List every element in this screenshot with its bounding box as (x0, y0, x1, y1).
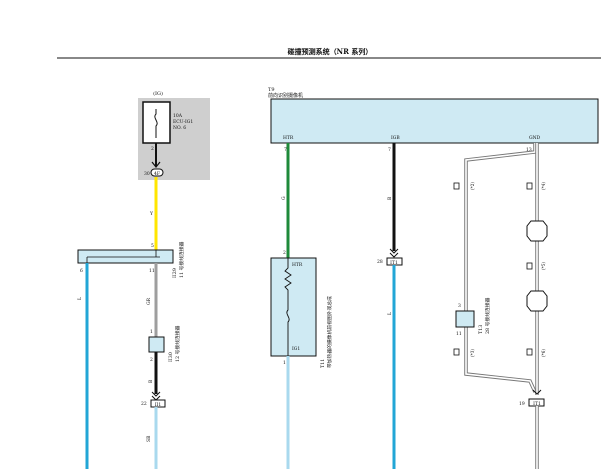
connector-it3-label: IT1 (533, 401, 541, 407)
fuse-number: NO. 6 (173, 125, 186, 131)
fuse-symbol (154, 109, 158, 138)
wire-g-label: G (281, 196, 287, 200)
shield-marker-1 (453, 182, 460, 190)
it3-num: 19 (519, 401, 525, 407)
shield-label-6: (*6) (541, 349, 546, 357)
camera-pin-igb: IGB (391, 135, 400, 141)
connector-ii1 (150, 399, 166, 408)
heater-desc: 带加热器的摄像机前视图外观总成 (326, 296, 333, 368)
shield-label-4: (*4) (541, 182, 546, 190)
shield-marker-4 (526, 262, 533, 270)
ii30-pin-bottom: 2 (150, 357, 153, 363)
junction-ii29 (77, 249, 174, 264)
camera-name: 前向识别摄像机 (268, 92, 303, 99)
fuse-name: ECU-IG1 (173, 119, 193, 125)
ig-label: (IG) (153, 90, 163, 97)
t13-pin-top: 3 (458, 303, 461, 309)
shield-label-5: (*5) (541, 262, 546, 270)
ii30-pin-top: 1 (150, 329, 153, 335)
wire-b-left-label: B (148, 379, 154, 383)
wire-l-igb-label: L (387, 312, 393, 315)
t13-desc: 28 号接线连接器 (484, 297, 491, 334)
ii29-pin-right: 11 (149, 268, 155, 274)
t13-pin-bottom: 11 (456, 331, 462, 337)
wire-b-igb-label: B (387, 196, 393, 200)
ii29-pin-left: 6 (80, 268, 83, 274)
camera-pin-num-igb: 7 (388, 147, 391, 153)
shield-outer (464, 143, 537, 393)
shield-marker-2 (453, 348, 460, 356)
shield-inner (465, 143, 536, 393)
camera-pin-num-htr: 7 (284, 147, 287, 153)
ii30-desc: 12 号接线连接器 (174, 325, 181, 362)
heater-htr-label: HTR (292, 262, 303, 268)
shield-marker-5 (526, 348, 533, 356)
camera-pin-num-gnd: 13 (526, 147, 532, 153)
heater-ig1-label: IG1 (292, 346, 300, 352)
heater-resistor (284, 258, 292, 356)
shield-marker-3 (526, 182, 533, 190)
ii29-label: II29 (172, 268, 178, 278)
camera-box (270, 98, 599, 144)
ii29-pin-in: 5 (151, 243, 154, 249)
it1-num: 28 (377, 259, 383, 265)
connector-4f-label: 4F (154, 171, 160, 177)
camera-pin-htr: HTR (283, 135, 294, 141)
ii1-num: 22 (141, 401, 147, 407)
t13-code: T13 (478, 325, 484, 334)
it3-arrow (532, 389, 542, 395)
heater-code: T11 (320, 359, 326, 368)
fuse-pin-out: 2 (151, 146, 154, 152)
fuse-rating: 10A (173, 113, 183, 119)
camera-pin-gnd: GND (529, 135, 541, 141)
connector-4f (150, 168, 164, 177)
camera-code: T9 (268, 87, 275, 93)
wire-gr-label: GR (146, 297, 152, 305)
wire-sb-label: SB (146, 435, 152, 442)
junction-t13 (455, 310, 475, 328)
splice-octagon-1 (526, 220, 548, 242)
wire-l-left-label: L (77, 297, 83, 300)
fuse-connector-arrow (151, 161, 161, 168)
wire-y-label: Y (149, 211, 154, 217)
heater-box (270, 257, 317, 357)
ii30-label: II30 (168, 352, 174, 362)
shield-label-2: (*2) (470, 182, 475, 190)
connector-it1-label: IT1 (390, 260, 398, 266)
ii29-desc: 11 号接线连接器 (178, 241, 185, 278)
it1-arrow (389, 248, 399, 258)
heater-pin-bottom: 1 (283, 360, 286, 366)
splice-octagon-2 (526, 290, 548, 312)
fuse-pin-number: 30 (144, 171, 150, 177)
heater-pin-top: 2 (283, 250, 286, 256)
shield-label-3: (*3) (470, 349, 475, 357)
diagram-title: 碰撞预测系统（NR 系列） (287, 47, 373, 56)
connector-ii1-label: II1 (155, 402, 162, 408)
junction-ii30 (148, 336, 165, 353)
